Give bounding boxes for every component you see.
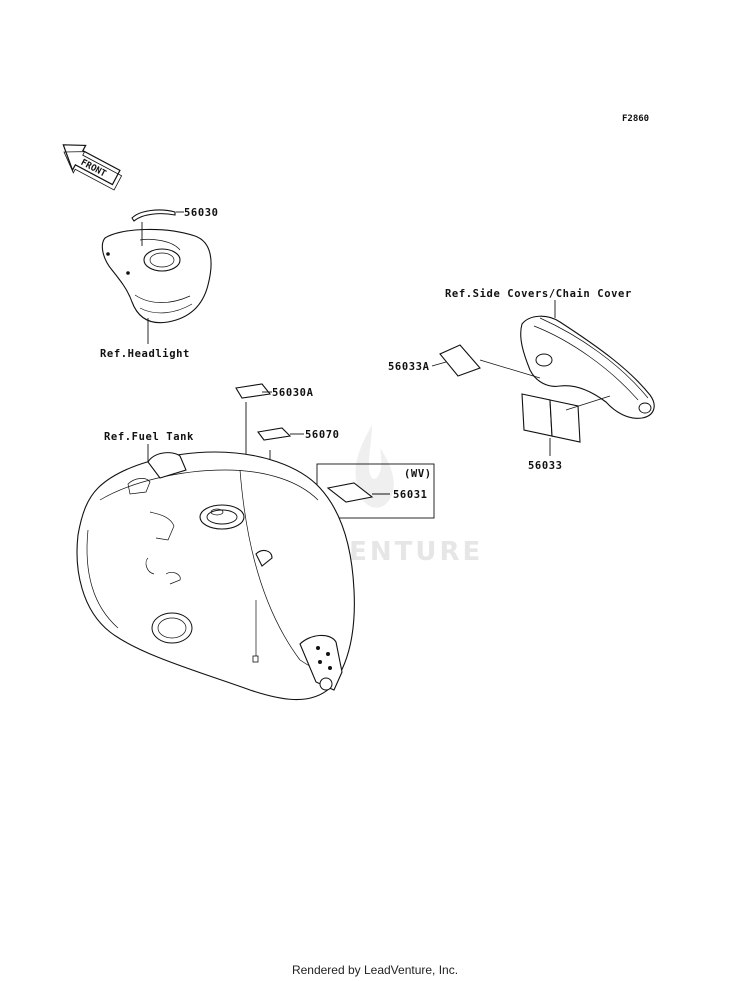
callout-56033: 56033 [528, 460, 563, 472]
decal-56033A [431, 344, 541, 379]
callout-56033A: 56033A [388, 361, 430, 373]
callout-ref-fuel-tank: Ref.Fuel Tank [104, 431, 194, 443]
callout-56031: 56031 [393, 489, 428, 501]
front-arrow-icon: FRONT [62, 144, 123, 191]
decal-56033 [521, 393, 611, 456]
callout-ref-headlight: Ref.Headlight [100, 348, 190, 360]
side-cover-chain-cover [520, 300, 655, 419]
callout-wv: (WV) [404, 468, 432, 480]
headlight-housing [101, 209, 212, 344]
fuel-tank [76, 444, 355, 701]
footer-credit: Rendered by LeadVenture, Inc. [291, 963, 459, 977]
figure-code: F2860 [622, 114, 649, 124]
callout-56030: 56030 [184, 207, 219, 219]
callout-56070: 56070 [305, 429, 340, 441]
callout-ref-side-covers-chain-cover: Ref.Side Covers/Chain Cover [445, 288, 632, 300]
callout-56030A: 56030A [272, 387, 314, 399]
